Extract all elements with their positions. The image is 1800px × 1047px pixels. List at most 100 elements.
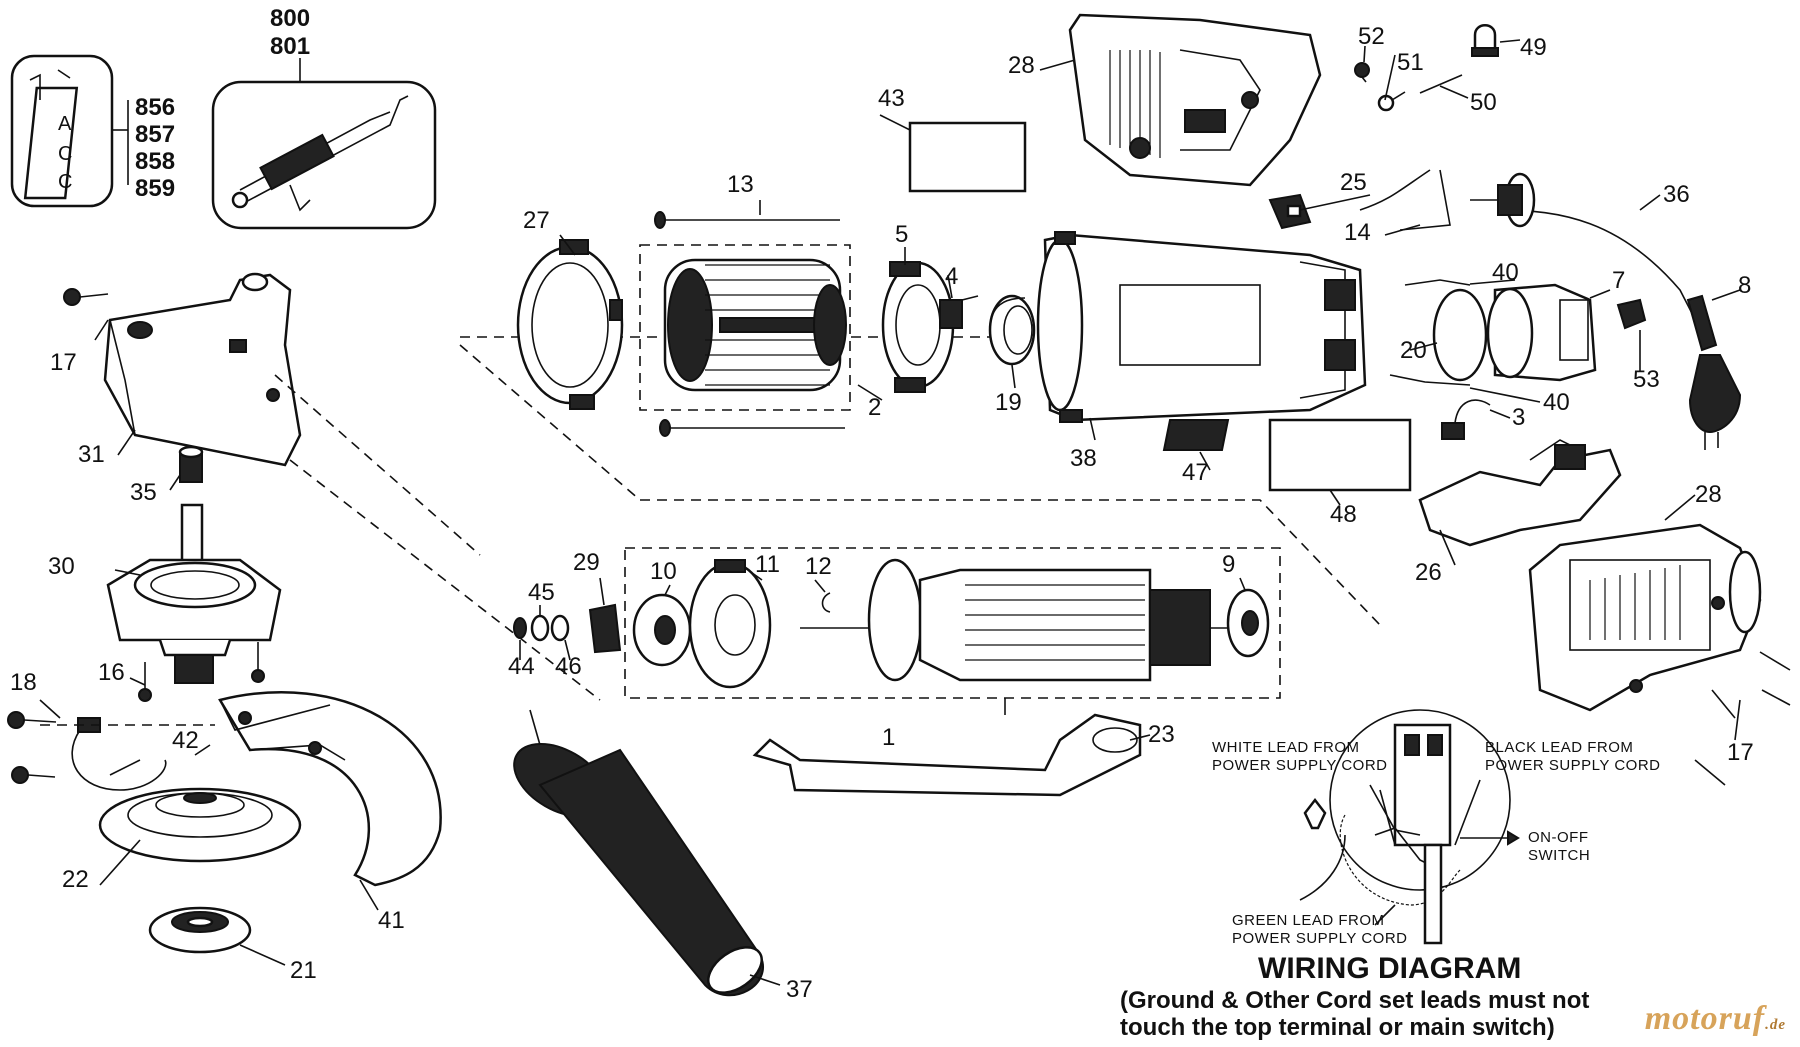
- backing-flange-22: [98, 787, 302, 863]
- label-43: [908, 121, 1027, 193]
- end-cap-7: [1486, 283, 1597, 382]
- part-label-25: 25: [1340, 169, 1367, 196]
- part-label-50: 50: [1470, 89, 1497, 116]
- part-label-1: 1: [882, 724, 895, 751]
- watermark-suffix: .de: [1765, 1017, 1786, 1033]
- part-label-40-bottom: 40: [1543, 389, 1570, 416]
- part-label-858: 858: [135, 148, 175, 175]
- part-label-43: 43: [878, 85, 905, 112]
- tool-inset: [211, 58, 437, 230]
- bushing-35: [178, 445, 204, 483]
- label-letter-c1: C: [58, 143, 72, 165]
- part-label-5: 5: [895, 221, 908, 248]
- part-label-31: 31: [78, 441, 105, 468]
- part-label-52: 52: [1358, 23, 1385, 50]
- part-label-30: 30: [48, 553, 75, 580]
- brush-3: [1441, 399, 1491, 440]
- wiring-switch-line2: SWITCH: [1528, 847, 1590, 864]
- part-label-856: 856: [135, 94, 175, 121]
- wiring-green-lead-line1: GREEN LEAD FROM: [1232, 912, 1385, 929]
- part-label-16: 16: [98, 659, 125, 686]
- part-label-29: 29: [573, 549, 600, 576]
- part-label-35: 35: [130, 479, 157, 506]
- part-label-17-left: 17: [50, 349, 77, 376]
- brush-spring-40-top: [1404, 279, 1471, 286]
- clamp-nut-21: [148, 906, 252, 954]
- wiring-diagram-title: WIRING DIAGRAM: [1258, 952, 1521, 985]
- part-label-857: 857: [135, 121, 175, 148]
- part-label-8: 8: [1738, 272, 1751, 299]
- part-label-41: 41: [378, 907, 405, 934]
- part-label-22: 22: [62, 866, 89, 893]
- wheel-guard-41: [218, 691, 442, 887]
- nameplate-48: [1268, 418, 1412, 492]
- part-label-37: 37: [786, 976, 813, 1003]
- part-label-3: 3: [1512, 404, 1525, 431]
- baffle-11: [688, 559, 772, 689]
- part-label-2: 2: [868, 394, 881, 421]
- watermark-text: motoruf: [1644, 1000, 1766, 1037]
- part-label-28-top: 28: [1008, 52, 1035, 79]
- handle-half-28-bottom: [1528, 523, 1762, 712]
- wiring-white-lead-line1: WHITE LEAD FROM: [1212, 739, 1360, 756]
- part-label-11: 11: [755, 551, 780, 578]
- retaining-ring-44: [513, 617, 527, 639]
- part-label-53: 53: [1633, 366, 1660, 393]
- field-assembly-2: [663, 258, 847, 392]
- part-label-45: 45: [528, 579, 555, 606]
- wiring-green-lead-line2: POWER SUPPLY CORD: [1232, 930, 1407, 947]
- cap-49: [1471, 24, 1499, 57]
- part-label-51: 51: [1397, 49, 1424, 76]
- wiring-white-lead-line2: POWER SUPPLY CORD: [1212, 757, 1387, 774]
- wiring-switch-line1: ON-OFF: [1528, 829, 1589, 846]
- part-label-49: 49: [1520, 34, 1547, 61]
- through-bolt-13-bottom: [659, 419, 845, 437]
- label-plate-47: [1162, 419, 1230, 451]
- screw-16: [138, 662, 152, 702]
- part-label-19: 19: [995, 389, 1022, 416]
- part-label-23: 23: [1148, 721, 1175, 748]
- screw-30-right: [251, 642, 265, 683]
- part-label-28-bottom: 28: [1695, 481, 1722, 508]
- part-label-7: 7: [1612, 267, 1625, 294]
- wiring-black-lead-line1: BLACK LEAD FROM: [1485, 739, 1633, 756]
- guard-clamp-42: [71, 717, 167, 791]
- part-label-14: 14: [1344, 219, 1371, 246]
- bearing-retainer-19: [988, 294, 1036, 366]
- label-letter-a: A: [58, 113, 72, 135]
- screws-17-right: [1694, 651, 1791, 786]
- bearing-9: [1226, 588, 1270, 658]
- screw-52: [1354, 62, 1370, 83]
- part-label-13: 13: [727, 171, 754, 198]
- bearing-10: [632, 593, 692, 667]
- part-label-10: 10: [650, 558, 677, 585]
- plug-8: [1688, 354, 1742, 450]
- part-label-12: 12: [805, 553, 832, 580]
- motor-housing-38: [1036, 231, 1367, 423]
- part-label-42: 42: [172, 727, 199, 754]
- side-handle-37: [513, 709, 764, 997]
- part-label-47: 47: [1182, 459, 1209, 486]
- strain-relief-8: [1686, 294, 1718, 352]
- watermark-logo: motoruf.de: [1645, 1000, 1786, 1038]
- pinion-29: [588, 603, 622, 654]
- wiring-note-line2: touch the top terminal or main switch): [1120, 1014, 1555, 1041]
- through-bolt-13-top: [654, 211, 840, 229]
- part-label-17-right: 17: [1727, 739, 1754, 766]
- wiring-black-lead-line2: POWER SUPPLY CORD: [1485, 757, 1660, 774]
- part-label-20: 20: [1400, 337, 1427, 364]
- label-set-inset: A C C: [10, 54, 129, 208]
- part-label-26: 26: [1415, 559, 1442, 586]
- screw-17-left: [63, 288, 109, 306]
- washer-45: [530, 614, 550, 642]
- washer-46: [550, 614, 570, 642]
- part-label-9: 9: [1222, 551, 1235, 578]
- part-label-46: 46: [555, 653, 582, 680]
- part-label-4: 4: [945, 263, 958, 290]
- spanner-wrench-23: [752, 713, 1142, 797]
- part-label-48: 48: [1330, 501, 1357, 528]
- part-label-800: 800: [270, 5, 310, 32]
- brush-plate-5: [881, 261, 979, 393]
- switch-25: [1268, 193, 1312, 230]
